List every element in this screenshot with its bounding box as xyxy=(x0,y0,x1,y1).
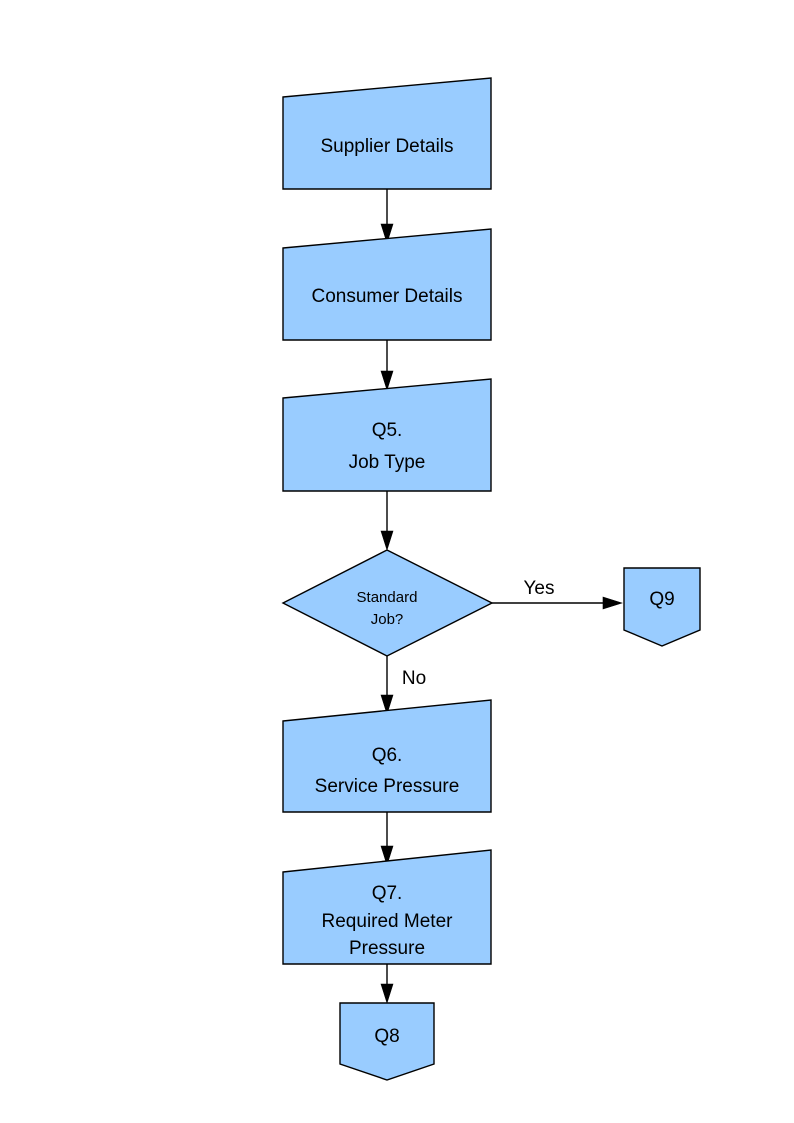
edge-consumer-to-q5 xyxy=(380,340,394,391)
node-q8-connector[interactable]: Q8 xyxy=(339,1002,435,1081)
edge-q7-to-q8 xyxy=(380,964,394,1004)
edge-decision-to-q6 xyxy=(380,656,394,715)
node-label-q5-line2: Job Type xyxy=(349,452,426,473)
node-label-q5-line1: Q5. xyxy=(372,420,403,441)
node-shape-slanted-card[interactable] xyxy=(282,378,492,492)
node-q5-job-type[interactable]: Q5. Job Type xyxy=(282,378,492,492)
node-shape-slanted-card[interactable] xyxy=(282,77,492,190)
node-shape-slanted-card[interactable] xyxy=(282,849,492,965)
node-shape-slanted-card[interactable] xyxy=(282,699,492,813)
node-consumer-details[interactable]: Consumer Details xyxy=(282,228,492,341)
node-q7-required-meter-pressure[interactable]: Q7. Required Meter Pressure xyxy=(282,849,492,965)
node-shape-pentagon-down[interactable] xyxy=(623,567,701,647)
arrowhead-icon xyxy=(602,596,623,610)
arrowhead-icon xyxy=(380,983,394,1004)
node-supplier-details[interactable]: Supplier Details xyxy=(282,77,492,190)
node-label-q7-line2: Required Meter xyxy=(322,911,454,932)
node-standard-job-decision[interactable]: Standard Job? xyxy=(281,549,494,657)
edge-label-yes: Yes xyxy=(524,578,555,599)
edge-q6-to-q7 xyxy=(380,812,394,866)
arrowhead-icon xyxy=(380,845,394,866)
node-label-q6-line2: Service Pressure xyxy=(315,776,460,797)
node-label-q7-line1: Q7. xyxy=(372,883,403,904)
node-q9-connector[interactable]: Q9 xyxy=(623,567,701,647)
node-shape-slanted-card[interactable] xyxy=(282,228,492,341)
arrowhead-icon xyxy=(380,694,394,715)
node-q6-service-pressure[interactable]: Q6. Service Pressure xyxy=(282,699,492,813)
node-label-decision-line2: Job? xyxy=(371,611,404,628)
node-label-q7-line3: Pressure xyxy=(349,938,425,959)
node-label-consumer-details: Consumer Details xyxy=(312,286,463,307)
node-shape-pentagon-down[interactable] xyxy=(339,1002,435,1081)
edge-decision-to-q9 xyxy=(492,596,623,610)
node-shape-diamond[interactable] xyxy=(281,549,494,657)
arrowhead-icon xyxy=(380,530,394,551)
node-label-q6-line1: Q6. xyxy=(372,745,403,766)
arrowhead-icon xyxy=(380,223,394,244)
arrowhead-icon xyxy=(380,370,394,391)
edge-label-no: No xyxy=(402,668,426,689)
node-label-supplier-details: Supplier Details xyxy=(320,136,453,157)
node-label-q9: Q9 xyxy=(649,589,674,610)
edge-supplier-to-consumer xyxy=(380,189,394,244)
node-label-decision-line1: Standard xyxy=(357,589,418,606)
edge-q5-to-decision xyxy=(380,491,394,551)
node-label-q8: Q8 xyxy=(374,1026,399,1047)
